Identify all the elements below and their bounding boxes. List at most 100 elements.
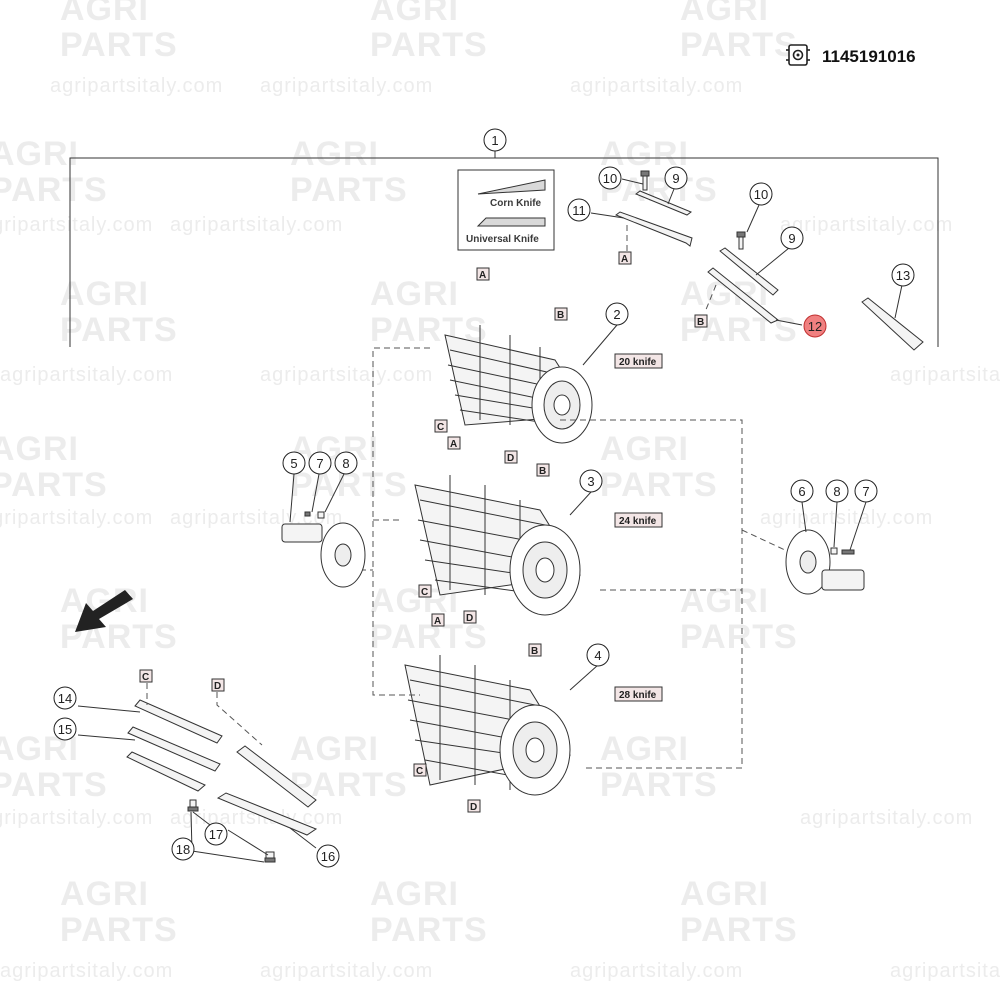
tag-c: C [139,669,153,683]
callout-13[interactable]: 13 [891,263,915,287]
svg-text:agripartsitaly.com: agripartsitaly.com [50,75,223,97]
part-number-header: 1145191016 [786,44,916,66]
callout-7[interactable]: 7 [854,479,878,503]
svg-text:10: 10 [603,171,617,186]
callout-18[interactable]: 18 [171,837,195,861]
svg-text:PARTS: PARTS [680,911,798,949]
callout-17[interactable]: 17 [204,822,228,846]
svg-text:PARTS: PARTS [0,171,108,209]
callout-9[interactable]: 9 [664,166,688,190]
callout-8[interactable]: 8 [334,451,358,475]
callout-12[interactable]: 12 [803,314,827,338]
svg-text:agripartsitaly.com: agripartsitaly.com [260,960,433,982]
svg-text:2: 2 [613,307,620,322]
svg-text:agripartsitaly.com: agripartsitaly.com [0,214,153,236]
universal-knife-icon [476,217,546,227]
callout-14[interactable]: 14 [53,686,77,710]
callout-6[interactable]: 6 [790,479,814,503]
svg-text:B: B [539,466,546,477]
svg-text:10: 10 [754,187,768,202]
svg-text:PARTS: PARTS [60,911,178,949]
watermark-tile: AGRI PARTS agripartsitaly.com [50,0,223,97]
svg-text:C: C [421,587,428,598]
callout-1[interactable]: 1 [483,128,507,152]
callout-2[interactable]: 2 [605,302,629,326]
svg-text:28 knife: 28 knife [619,690,657,701]
rotor-4 [404,655,571,796]
callout-3[interactable]: 3 [579,469,603,493]
svg-text:C: C [437,422,444,433]
tag-a: A [431,613,445,627]
svg-text:PARTS: PARTS [0,766,108,804]
svg-text:PARTS: PARTS [370,618,488,656]
watermark-tile: AGRI PARTS agripartsitaly.com [260,875,487,982]
watermark-tile: AGRI PARTS agripartsitaly.com [0,275,177,386]
svg-text:AGRI: AGRI [680,0,769,28]
svg-text:AGRI: AGRI [60,0,149,28]
svg-text:20 knife: 20 knife [619,357,657,368]
tag-a: A [447,436,461,450]
watermark-tile: AGRI PARTS agripartsitaly.com [0,135,153,236]
svg-text:agripartsitaly.com: agripartsitaly.com [890,364,1000,386]
svg-text:A: A [434,616,441,627]
knife-legend: Corn Knife Universal Knife [457,169,555,251]
tag-c: C [434,419,448,433]
arrow-down-left-icon [75,590,133,632]
svg-text:AGRI: AGRI [680,582,769,620]
bolt-10 [640,170,650,191]
callout-10[interactable]: 10 [598,166,622,190]
svg-text:PARTS: PARTS [680,618,798,656]
svg-text:agripartsitaly.com: agripartsitaly.com [0,960,173,982]
svg-text:agripartsitaly.com: agripartsitaly.com [780,214,953,236]
svg-text:B: B [531,646,538,657]
svg-text:PARTS: PARTS [600,466,718,504]
letter-tags: A B C A D B C A D B C D A B C D [139,251,708,813]
callout-7[interactable]: 7 [308,451,332,475]
svg-text:AGRI: AGRI [600,730,689,768]
corn-knife-label: Corn Knife [490,198,542,209]
svg-text:AGRI: AGRI [600,430,689,468]
svg-text:agripartsitaly.com: agripartsitaly.com [260,75,433,97]
svg-text:agripartsitaly.com: agripartsitaly.com [570,75,743,97]
svg-text:AGRI: AGRI [0,135,79,173]
svg-text:PARTS: PARTS [290,171,408,209]
svg-text:13: 13 [896,268,910,283]
tag-d: D [211,678,225,692]
svg-text:4: 4 [594,648,601,663]
svg-text:AGRI: AGRI [290,135,379,173]
svg-text:16: 16 [321,849,335,864]
svg-text:14: 14 [58,691,72,706]
watermark-tile: AGRI PARTS agripartsitaly.com agripartsi… [570,875,1000,982]
callout-11[interactable]: 11 [567,198,591,222]
svg-text:D: D [214,681,221,692]
callout-10[interactable]: 10 [749,182,773,206]
callout-15[interactable]: 15 [53,717,77,741]
svg-text:D: D [507,453,514,464]
svg-text:D: D [470,802,477,813]
tag-b: B [554,307,568,321]
callout-16[interactable]: 16 [316,844,340,868]
svg-text:17: 17 [209,827,223,842]
svg-text:B: B [697,317,704,328]
watermark-tile: AGRI PARTS agripartsitaly.com [600,135,953,236]
svg-text:AGRI: AGRI [60,275,149,313]
watermark-tile: AGRI PARTS agripartsitaly.com [170,135,408,236]
svg-text:AGRI: AGRI [370,0,459,28]
callout-5[interactable]: 5 [282,451,306,475]
watermark-tile: AGRI PARTS agripartsitaly.com [0,875,178,982]
svg-text:PARTS: PARTS [60,618,178,656]
svg-text:18: 18 [176,842,190,857]
callout-9[interactable]: 9 [780,226,804,250]
svg-text:agripartsitaly.com: agripartsitaly.com [760,507,933,529]
svg-text:agripartsitaly.com: agripartsitaly.com [0,807,153,829]
callout-4[interactable]: 4 [586,643,610,667]
svg-text:AGRI: AGRI [0,430,79,468]
bolt-17 [187,799,199,812]
knife-count-label: 24 knife [614,512,663,528]
part-number[interactable]: 1145191016 [822,47,916,66]
callout-8[interactable]: 8 [825,479,849,503]
tag-b: B [528,643,542,657]
svg-text:agripartsitaly.com: agripartsitaly.com [0,507,153,529]
watermark-tile: AGRI PARTS agripartsitaly.com [170,430,407,529]
